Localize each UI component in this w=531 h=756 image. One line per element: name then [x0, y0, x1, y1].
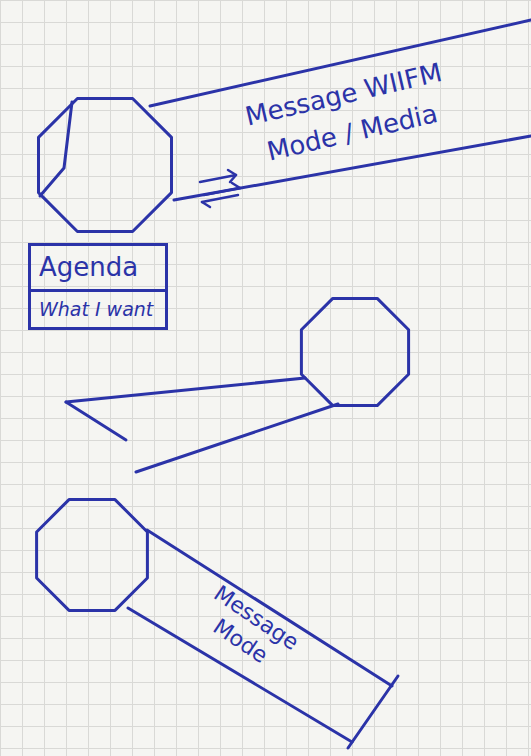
band-line [147, 530, 392, 686]
direction-arrows [200, 170, 240, 207]
head-octagon [301, 298, 408, 405]
band-line [66, 402, 126, 440]
head-octagon [39, 99, 172, 232]
head-lines [40, 102, 72, 196]
node-text: What I want [31, 292, 165, 327]
band-line [136, 404, 338, 472]
band-line [66, 378, 305, 402]
agenda-box: AgendaWhat I want [28, 243, 168, 330]
head-octagon [37, 500, 148, 611]
node-heading: Agenda [31, 246, 165, 292]
message-band: Message WIIFMMode / Media [242, 57, 453, 171]
band-line [348, 676, 398, 748]
